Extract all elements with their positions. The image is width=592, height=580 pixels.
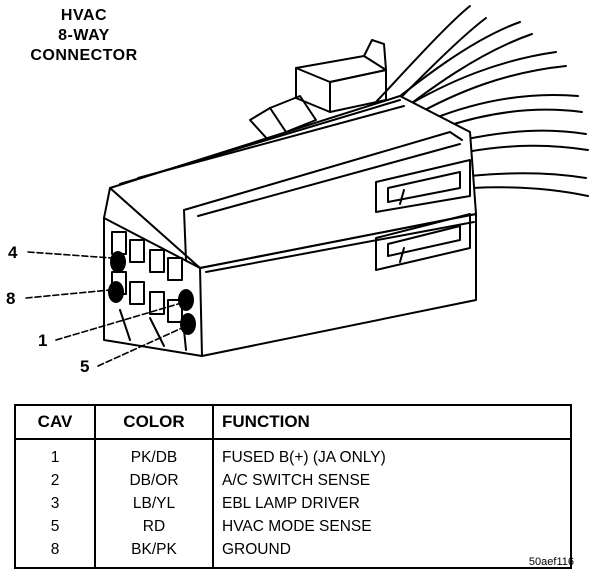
connector-housing xyxy=(103,95,477,357)
cell-function: GROUND xyxy=(212,538,572,568)
header-cav: CAV xyxy=(14,405,96,440)
cavity-5-terminal xyxy=(180,313,196,335)
cavity-1-terminal xyxy=(178,289,194,311)
cell-color: PK/DB xyxy=(94,439,214,469)
connector-latch xyxy=(249,39,387,143)
callout-pin-5: 5 xyxy=(80,357,89,376)
figure-id: 50aef116 xyxy=(528,556,574,568)
title-line-1: HVAC xyxy=(60,7,108,24)
table-row: 8 BK/PK GROUND xyxy=(14,538,572,568)
title-line-3: CONNECTOR xyxy=(30,47,138,64)
connector-illustration: 4 8 1 5 xyxy=(6,5,589,376)
cell-function: EBL LAMP DRIVER xyxy=(212,492,572,515)
cell-cav: 8 xyxy=(14,538,96,568)
table-row: 5 RD HVAC MODE SENSE xyxy=(14,515,572,538)
callout-leaders xyxy=(25,251,183,367)
cavity-terminals xyxy=(108,251,196,335)
connector-title: HVAC 8-WAY CONNECTOR xyxy=(4,6,164,66)
table-row: 2 DB/OR A/C SWITCH SENSE xyxy=(14,469,572,492)
cell-cav: 5 xyxy=(14,515,96,538)
header-function: FUNCTION xyxy=(212,405,572,440)
cell-cav: 1 xyxy=(14,439,96,469)
pinout-table: CAV COLOR FUNCTION 1 PK/DB FUSED B(+) (J… xyxy=(14,404,572,569)
table-row: 1 PK/DB FUSED B(+) (JA ONLY) xyxy=(14,439,572,469)
cell-color: BK/PK xyxy=(94,538,214,568)
callout-pin-4: 4 xyxy=(8,243,18,262)
cell-function: FUSED B(+) (JA ONLY) xyxy=(212,439,572,469)
cell-cav: 2 xyxy=(14,469,96,492)
header-color: COLOR xyxy=(94,405,214,440)
cell-function: A/C SWITCH SENSE xyxy=(212,469,572,492)
callout-pin-1: 1 xyxy=(38,331,47,350)
cell-color: RD xyxy=(94,515,214,538)
table-header-row: CAV COLOR FUNCTION xyxy=(14,405,572,440)
title-line-2: 8-WAY xyxy=(58,27,110,44)
callout-pin-8: 8 xyxy=(6,289,15,308)
cell-color: DB/OR xyxy=(94,469,214,492)
cavity-8-terminal xyxy=(108,281,124,303)
table-row: 3 LB/YL EBL LAMP DRIVER xyxy=(14,492,572,515)
cavity-4-terminal xyxy=(110,251,126,273)
cell-cav: 3 xyxy=(14,492,96,515)
cell-color: LB/YL xyxy=(94,492,214,515)
cell-function: HVAC MODE SENSE xyxy=(212,515,572,538)
